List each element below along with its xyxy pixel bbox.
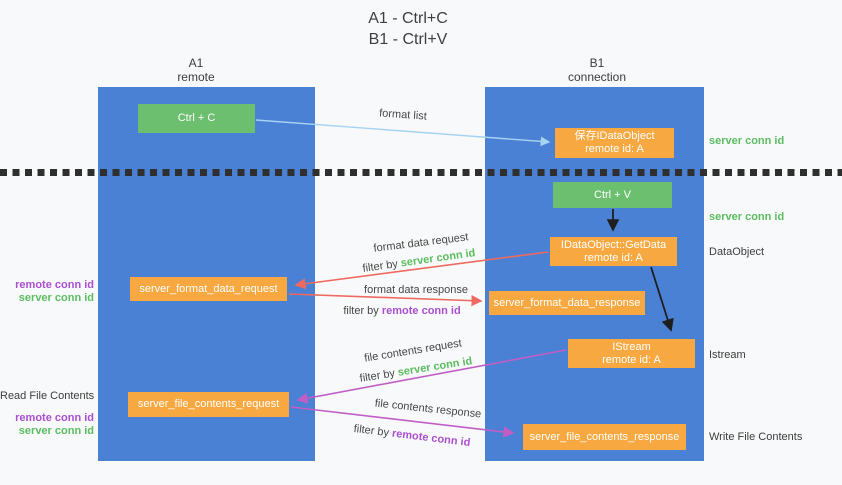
ctrl-v-node: Ctrl + V [553,182,672,208]
lane-b1-header: B1 connection [497,56,697,84]
annotation-read-file-contents: Read File Contents [0,390,95,402]
title-line-2: B1 - Ctrl+V [368,31,448,48]
annotation-remote-conn-id-top: remote conn id [15,279,94,291]
diagram-title: A1 - Ctrl+C B1 - Ctrl+V [0,8,816,50]
server-file-contents-response-label: server_file_contents_response [529,430,680,443]
server-file-contents-request-label: server_file_contents_request [137,398,280,410]
save-idataobject-line2: remote id: A [585,143,644,155]
remote-conn-id-text: remote conn id [381,305,461,317]
annotation-server-conn-id-left-bottom: server conn id [18,425,94,437]
lane-a1-header: A1 remote [96,56,296,84]
server-conn-id-text: server conn id [399,247,477,270]
idataobject-getdata-line1: IDataObject::GetData [560,238,667,251]
filter-by-text: filter by [361,257,402,275]
lane-b1-role: connection [567,70,627,84]
msg-file-contents-response: file contents response [374,397,482,421]
lane-a1-id: A1 [188,56,204,70]
msg-format-data-response: format data response [364,284,468,296]
idataobject-getdata-node: IDataObject::GetData remote id: A [550,237,677,266]
server-format-data-request-node: server_format_data_request [130,277,287,301]
istream-line1: IStream [612,340,651,353]
istream-node: IStream remote id: A [568,339,695,368]
server-format-data-response-node: server_format_data_response [489,291,645,315]
save-idataobject-line1: 保存IDataObject [574,130,655,142]
annotation-server-conn-id-top: server conn id [709,135,785,147]
annotation-istream: Istream [709,349,746,361]
ctrl-c-node: Ctrl + C [138,104,255,133]
annotation-write-file-contents: Write File Contents [709,431,803,443]
msg-filter-remote-conn-id-2: filter by remote conn id [353,423,471,449]
istream-line2: remote id: A [602,353,661,366]
msg-format-list: format list [378,107,428,123]
annotation-dataobject: DataObject [709,246,765,258]
msg-filter-remote-conn-id-1: filter by remote conn id [343,305,460,317]
ctrl-v-label: Ctrl + V [594,188,631,201]
idataobject-getdata-line2: remote id: A [584,251,643,264]
server-conn-id-text: server conn id [396,355,474,379]
copy-paste-separator-line [0,169,842,176]
ctrl-c-label: Ctrl + C [177,112,216,124]
annotation-remote-conn-id-bottom: remote conn id [15,412,94,424]
filter-by-text: filter by [343,305,382,317]
annotation-server-conn-id-mid: server conn id [709,211,785,223]
annotation-server-conn-id-left-top: server conn id [18,292,94,304]
save-idataobject-node: 保存IDataObject remote id: A [555,128,674,158]
lane-a1-role: remote [177,70,215,84]
server-file-contents-request-node: server_file_contents_request [128,392,289,417]
server-format-data-response-label: server_format_data_response [493,296,641,309]
filter-by-text: filter by [358,366,399,385]
server-format-data-request-label: server_format_data_request [139,282,278,295]
lane-b1-id: B1 [589,56,605,70]
title-line-1: A1 - Ctrl+C [368,10,448,27]
server-file-contents-response-node: server_file_contents_response [523,424,686,450]
remote-conn-id-text: remote conn id [391,427,471,450]
filter-by-text: filter by [353,422,393,440]
